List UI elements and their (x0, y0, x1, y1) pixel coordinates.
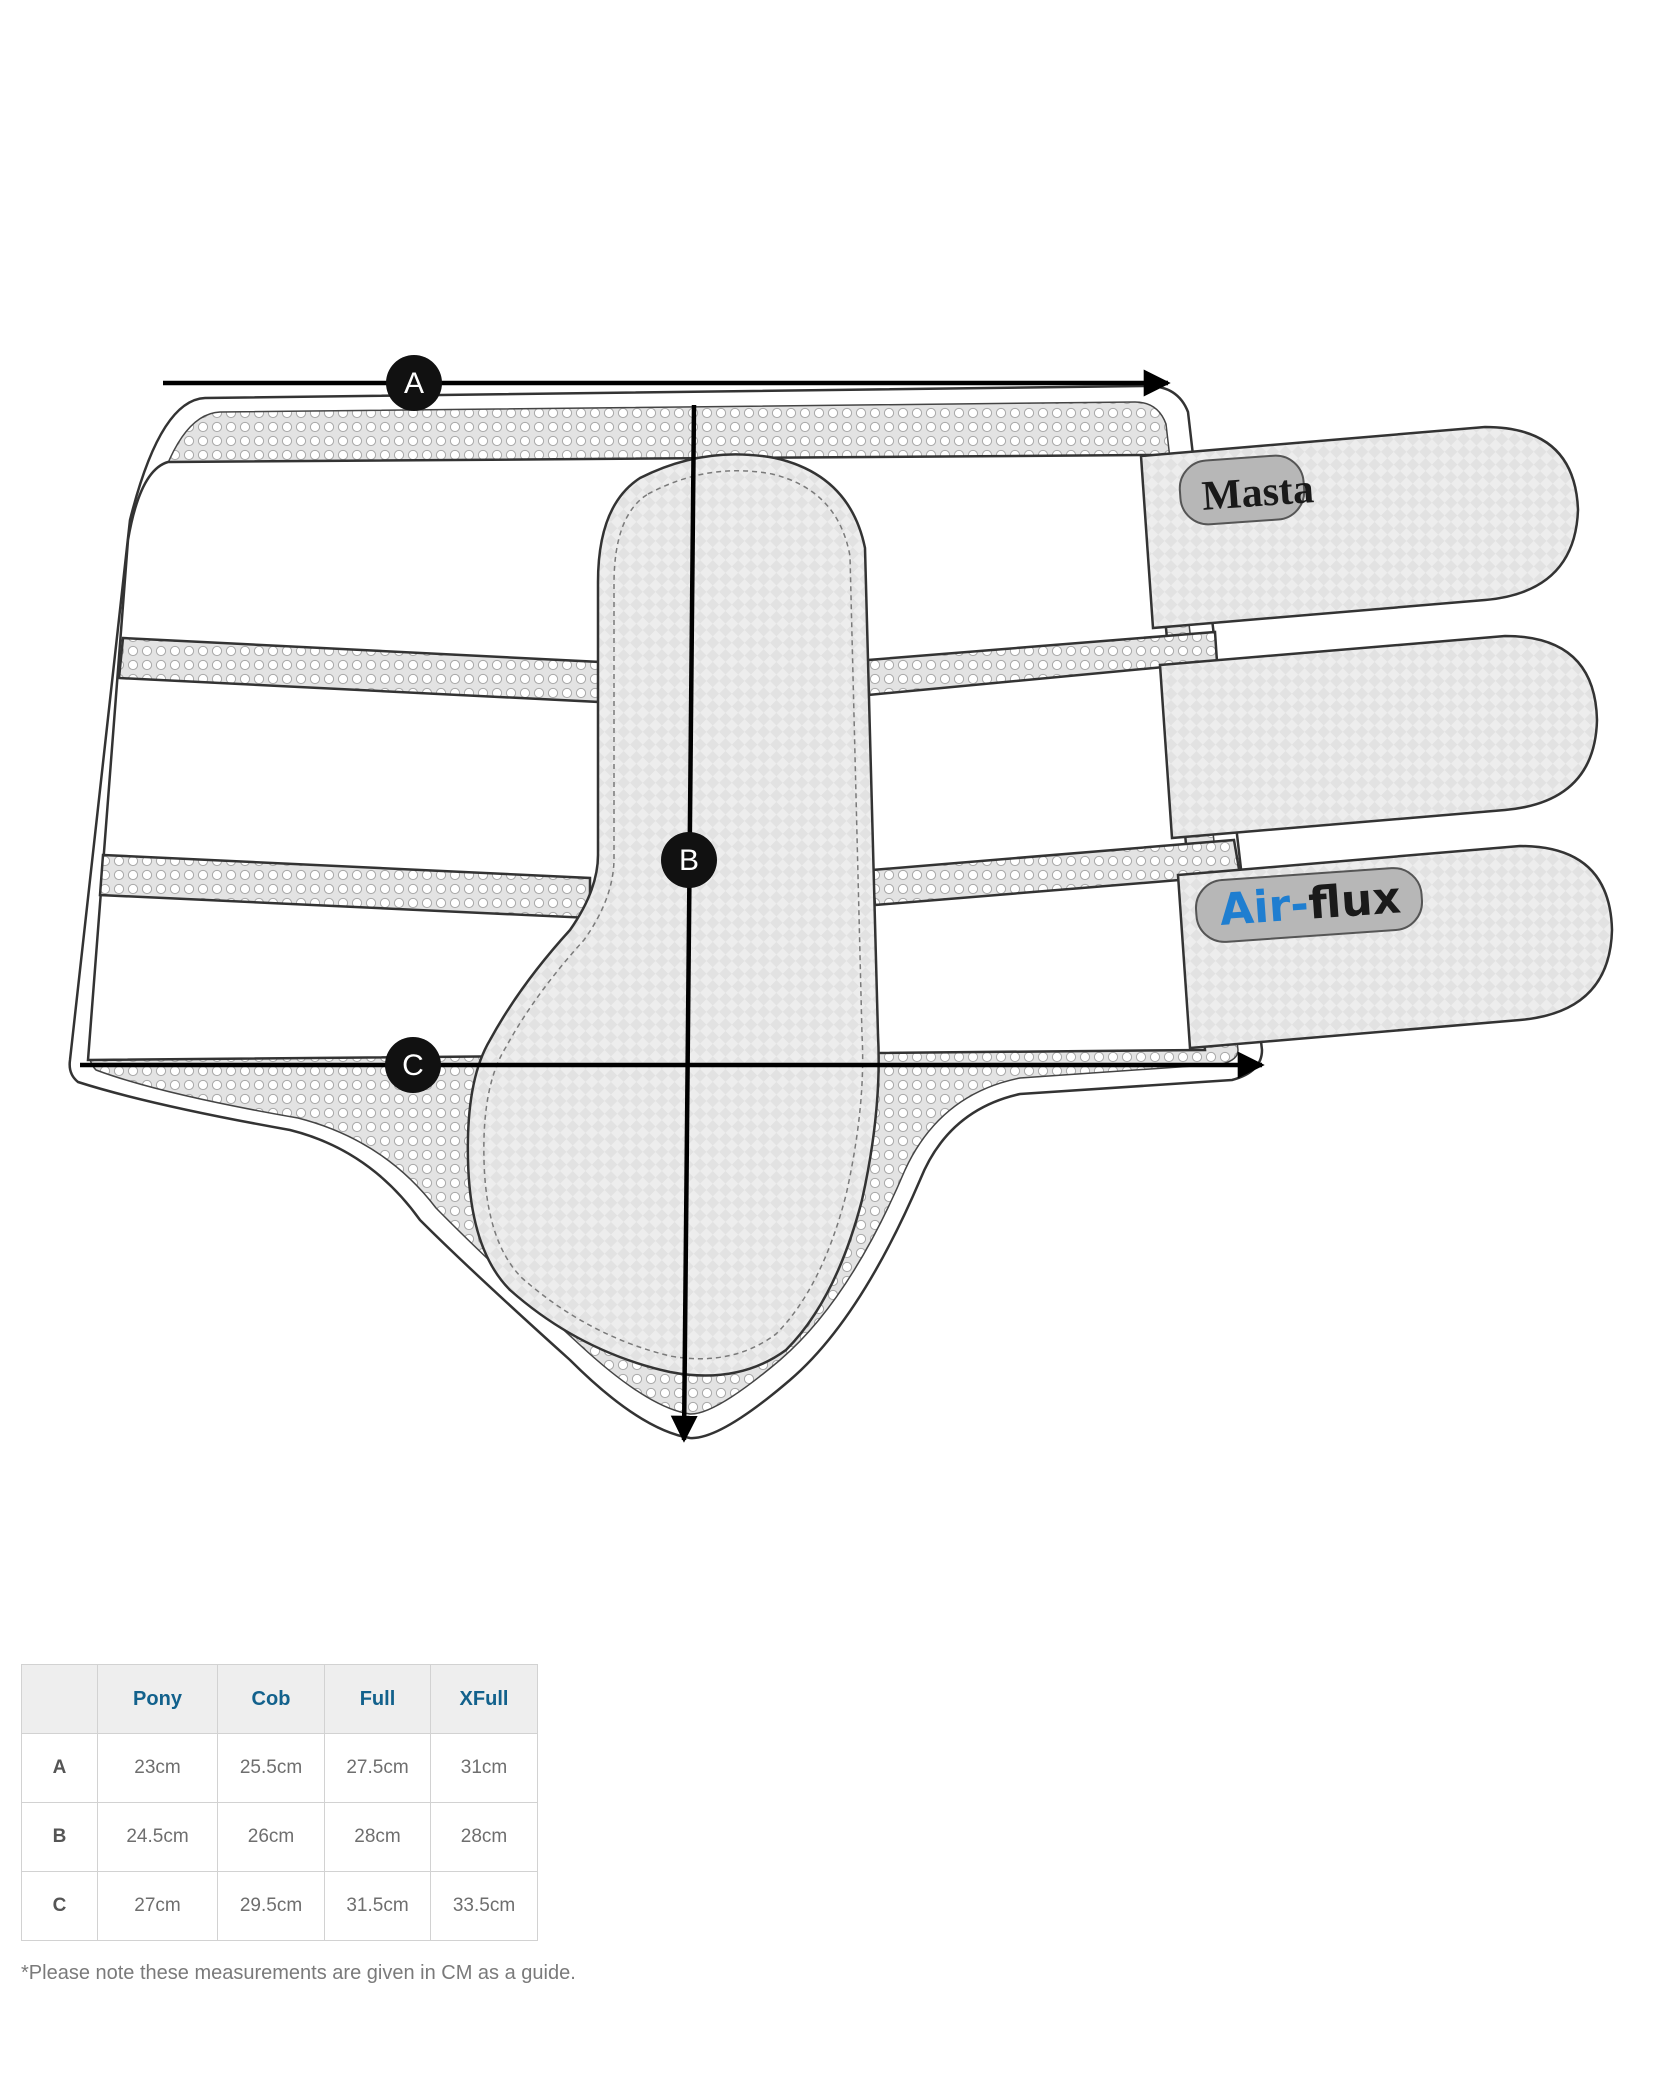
table-row: B 24.5cm 26cm 28cm 28cm (21, 1802, 538, 1872)
cell-b-pony: 24.5cm (97, 1802, 218, 1872)
strike-pad (466, 453, 880, 1377)
size-chart-table: Pony Cob Full XFull A 23cm 25.5cm 27.5cm… (21, 1664, 538, 1941)
boot-measurement-diagram: Masta Air-flux A B C (68, 355, 1614, 1443)
cell-a-cob: 25.5cm (217, 1733, 325, 1803)
cell-b-full: 28cm (324, 1802, 431, 1872)
marker-a-label: A (404, 367, 424, 400)
table-row: C 27cm 29.5cm 31.5cm 33.5cm (21, 1871, 538, 1941)
cell-b-cob: 26cm (217, 1802, 325, 1872)
airflux-logo-text: Air-flux (1218, 872, 1403, 936)
header-corner-cell (21, 1664, 98, 1734)
airflux-logo-air: Air (1218, 880, 1293, 936)
cell-b-xfull: 28cm (430, 1802, 538, 1872)
row-label-a: A (21, 1733, 98, 1803)
header-cob: Cob (217, 1664, 325, 1734)
cell-a-full: 27.5cm (324, 1733, 431, 1803)
cell-c-pony: 27cm (97, 1871, 218, 1941)
marker-c-label: C (402, 1049, 424, 1082)
header-pony: Pony (97, 1664, 218, 1734)
cell-a-pony: 23cm (97, 1733, 218, 1803)
masta-badge (1178, 454, 1306, 526)
strike-pad-stitching (483, 470, 864, 1360)
airflux-logo-dash: - (1289, 879, 1311, 931)
cell-c-xfull: 33.5cm (430, 1871, 538, 1941)
marker-b (661, 832, 717, 888)
marker-c (385, 1037, 441, 1093)
row-label-b: B (21, 1802, 98, 1872)
row-label-c: C (21, 1871, 98, 1941)
velcro-strap-2 (1158, 634, 1599, 840)
marker-b-label: B (679, 844, 699, 877)
header-xfull: XFull (430, 1664, 538, 1734)
table-row: A 23cm 25.5cm 27.5cm 31cm (21, 1733, 538, 1803)
cell-c-full: 31.5cm (324, 1871, 431, 1941)
measurement-note: *Please note these measurements are give… (21, 1962, 576, 1984)
airflux-logo-flux: flux (1307, 872, 1403, 929)
velcro-strap-1 (1139, 425, 1580, 630)
cell-a-xfull: 31cm (430, 1733, 538, 1803)
header-full: Full (324, 1664, 431, 1734)
masta-logo-text: Masta (1200, 466, 1315, 520)
measure-line-b (670, 404, 698, 1443)
size-header-row: Pony Cob Full XFull (21, 1664, 538, 1734)
marker-a (386, 355, 442, 411)
airflux-badge (1194, 867, 1424, 943)
cell-c-cob: 29.5cm (217, 1871, 325, 1941)
